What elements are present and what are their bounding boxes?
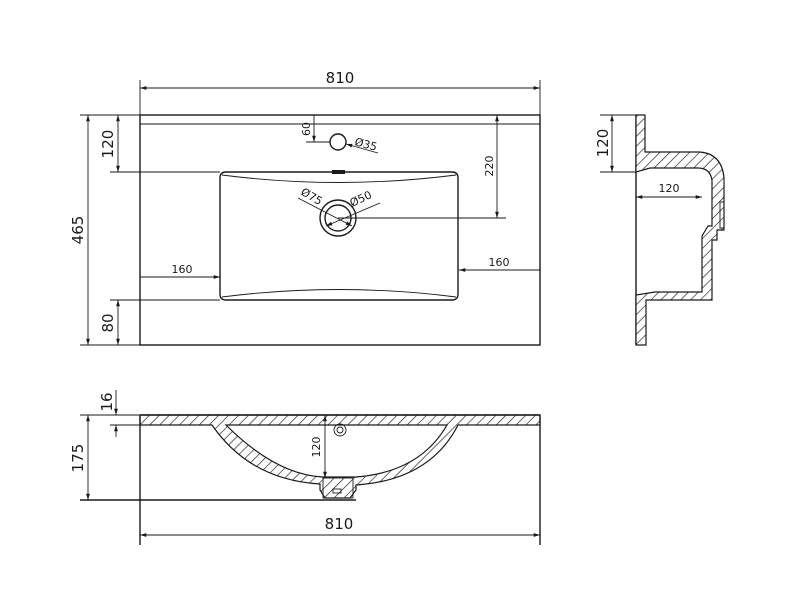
faucet-hole	[329, 133, 347, 151]
faucet-hole-label: Ø35	[353, 135, 378, 153]
basin-rim-curve-bottom	[221, 289, 457, 298]
total-height-label: 175	[69, 444, 87, 473]
overflow-slot	[332, 170, 345, 174]
front-section: 175 16 120 810	[69, 390, 541, 545]
width-label: 810	[326, 69, 355, 87]
left-margin-label: 160	[172, 263, 193, 276]
front-width-label: 810	[325, 515, 354, 533]
drain-body	[322, 477, 354, 499]
bowl-depth-label: 120	[310, 437, 323, 458]
right-margin-label: 160	[489, 256, 510, 269]
back-margin-label: 120	[99, 130, 117, 159]
side-height-label: 120	[594, 129, 612, 158]
depth-label: 465	[69, 216, 87, 245]
basin-rim-curve-top	[221, 174, 457, 183]
front-margin-label: 80	[99, 313, 117, 332]
top-view: 810 465 120 80 60 Ø35 Ø75 Ø50 220 160 16…	[69, 69, 541, 346]
overflow-depth-label: 120	[659, 182, 680, 195]
basin-outline	[219, 171, 459, 301]
faucet-offset-label: 60	[300, 122, 313, 136]
side-section: 120 120	[594, 114, 725, 346]
side-profile	[635, 114, 725, 346]
slab-thickness-label: 16	[98, 392, 116, 411]
countertop-outline	[139, 114, 541, 346]
drain-offset-label: 220	[483, 156, 496, 177]
overflow-hole	[333, 423, 347, 437]
drain-inner-label: Ø50	[348, 188, 374, 209]
